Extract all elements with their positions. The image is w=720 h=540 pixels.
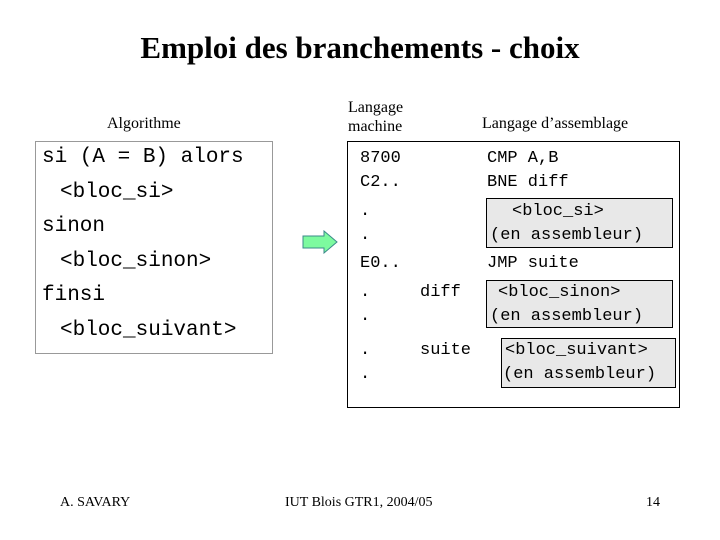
assembly-bloc-suivant-note: (en assembleur): [503, 365, 657, 384]
algorithm-line-bloc-suivant: <bloc_suivant>: [60, 319, 237, 342]
assembly-line-cmp: CMP A,B: [487, 149, 559, 168]
assembly-line-jmp: JMP suite: [487, 254, 579, 273]
footer-author: A. SAVARY: [60, 495, 131, 510]
assembly-bloc-si-note: (en assembleur): [490, 226, 644, 245]
algorithm-box: [35, 141, 273, 354]
machine-line: .: [360, 341, 371, 360]
machine-line: .: [360, 365, 371, 384]
footer-course: IUT Blois GTR1, 2004/05: [285, 495, 433, 510]
algorithm-line-bloc-si: <bloc_si>: [60, 181, 174, 204]
machine-line: C2..: [360, 173, 401, 192]
algorithm-line-bloc-sinon: <bloc_sinon>: [60, 250, 212, 273]
label-diff: diff: [420, 283, 461, 302]
right-arrow-icon: [302, 230, 338, 254]
machine-line: .: [360, 226, 371, 245]
assembly-bloc-sinon: <bloc_sinon>: [498, 283, 621, 302]
page-number: 14: [646, 495, 660, 510]
bloc-sinon-box: [486, 280, 673, 328]
bloc-si-box: [486, 198, 673, 248]
assembly-bloc-sinon-note: (en assembleur): [490, 307, 644, 326]
algorithm-line-endif: finsi: [42, 284, 106, 307]
slide-title: Emploi des branchements - choix: [140, 30, 580, 65]
machine-language-header: Langage machine: [348, 99, 404, 135]
assembly-bloc-suivant: <bloc_suivant>: [505, 341, 648, 360]
assembly-line-bne: BNE diff: [487, 173, 569, 192]
bloc-suivant-box: [501, 338, 676, 388]
label-suite: suite: [420, 341, 472, 360]
algorithm-line-else: sinon: [42, 215, 106, 238]
machine-line: .: [360, 307, 371, 326]
machine-line: E0..: [360, 254, 401, 273]
machine-line: 8700: [360, 149, 401, 168]
assembly-bloc-si: <bloc_si>: [512, 202, 604, 221]
assembly-language-header: Langage d’assemblage: [482, 115, 629, 132]
machine-line: .: [360, 202, 371, 221]
algorithm-header: Algorithme: [107, 115, 181, 132]
algorithm-line-if: si (A = B) alors: [42, 146, 244, 169]
machine-line: .: [360, 283, 371, 302]
